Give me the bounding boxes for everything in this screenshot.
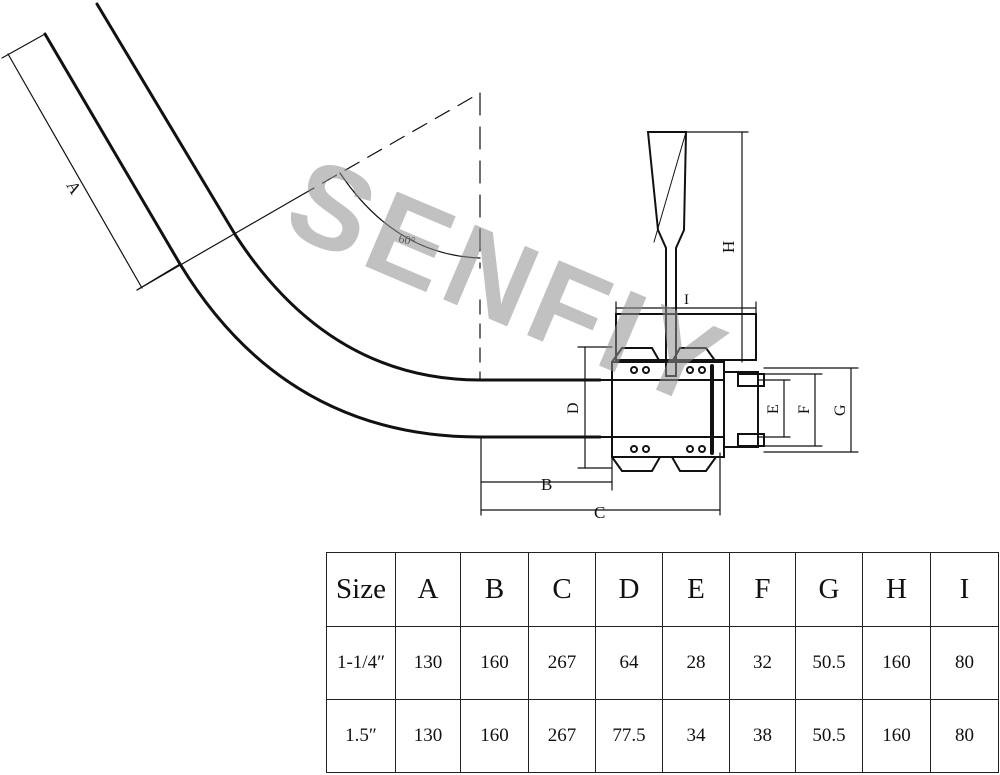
cell-a: 130 [395,699,461,773]
press-tool [615,131,757,377]
fitting-body [599,347,765,472]
dimension-i-lines [615,301,757,317]
cell-e: 28 [662,626,730,700]
header-f: F [729,552,796,627]
cell-f: 38 [729,699,796,773]
table-row: 1-1/4″ 130 160 267 64 28 32 50.5 160 80 [326,626,999,700]
cell-size: 1-1/4″ [326,626,396,700]
dimension-efg-lines [757,367,859,453]
dimension-label-a: A [63,178,86,199]
cell-size: 1.5″ [326,699,396,773]
dimension-label-c: C [594,503,605,522]
cell-a: 130 [395,626,461,700]
angle-label: 60° [397,231,417,248]
dimension-d-lines [577,346,613,469]
cell-c: 267 [528,699,596,773]
cell-d: 64 [595,626,663,700]
header-c: C [528,552,596,627]
cell-b: 160 [460,699,529,773]
header-e: E [662,552,730,627]
cell-d: 77.5 [595,699,663,773]
cell-h: 160 [862,626,931,700]
pipe-outer-wall [95,2,602,382]
table-header-row: Size A B C D E F G H I [326,552,999,627]
pipe-elbow-drawing: A 60° H I D E F G B C [1,2,859,522]
size-specification-table: Size A B C D E F G H I 1-1/4″ 130 160 26… [326,552,999,773]
header-g: G [795,552,863,627]
dimension-label-e: E [765,404,782,414]
table-row: 1.5″ 130 160 267 77.5 34 38 50.5 160 80 [326,699,999,773]
header-i: I [930,552,999,627]
dimension-label-f: F [796,405,813,414]
cell-h: 160 [862,699,931,773]
angle-reference-lines [136,92,481,381]
cell-i: 80 [930,699,999,773]
cell-f: 32 [729,626,796,700]
dimension-bc-lines [480,436,721,516]
pipe-inner-wall [43,32,602,439]
dimension-label-i: I [684,292,689,308]
header-b: B [460,552,529,627]
cell-g: 50.5 [795,626,863,700]
cell-c: 267 [528,626,596,700]
cell-b: 160 [460,626,529,700]
header-size: Size [326,552,396,627]
cell-i: 80 [930,626,999,700]
dimension-label-d: D [565,402,582,414]
dimension-h-lines [685,131,749,363]
dimension-a-lines [1,33,181,291]
dimension-label-g: G [832,404,849,416]
cell-g: 50.5 [795,699,863,773]
cell-e: 34 [662,699,730,773]
dimension-label-h: H [719,241,738,253]
header-d: D [595,552,663,627]
header-a: A [395,552,461,627]
header-h: H [862,552,931,627]
dimension-label-b: B [541,475,552,494]
